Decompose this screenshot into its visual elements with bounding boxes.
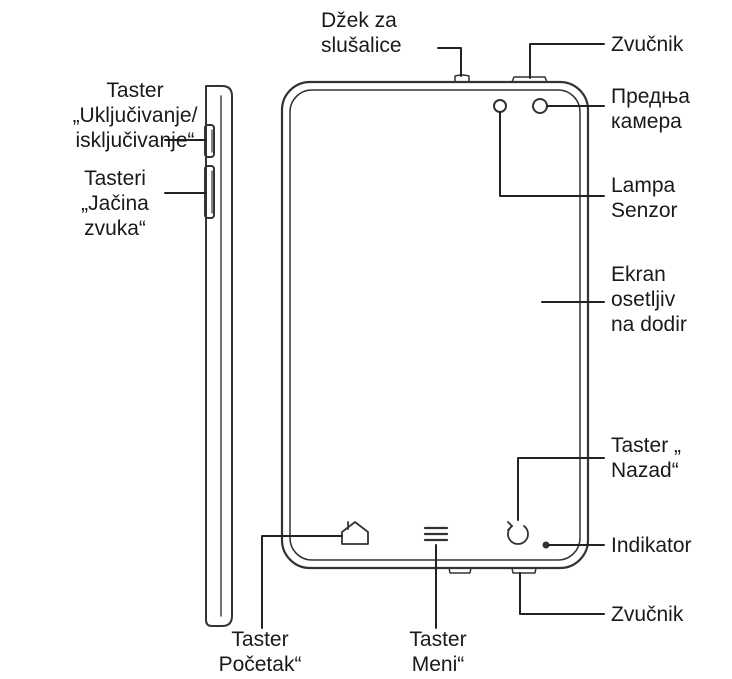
menu-icon bbox=[423, 526, 449, 542]
label-touch-screen: Ekran osetljiv na dodir bbox=[611, 263, 687, 336]
sensor-icon bbox=[493, 99, 507, 113]
indicator-led bbox=[542, 541, 550, 549]
front-view bbox=[280, 74, 590, 574]
side-view bbox=[204, 85, 233, 627]
label-volume-buttons: Tasteri „Jačina zvuka“ bbox=[81, 167, 149, 240]
label-home-button: Taster Početak“ bbox=[218, 628, 302, 676]
label-front-camera: Предња камера bbox=[611, 85, 690, 133]
label-speaker-top: Zvučnik bbox=[611, 33, 684, 56]
back-icon bbox=[507, 521, 529, 545]
home-icon bbox=[341, 521, 369, 545]
label-speaker-bottom: Zvučnik bbox=[611, 603, 684, 626]
label-menu-button: Taster Meni“ bbox=[409, 628, 467, 676]
label-power-button: Taster „Uključivanje/ isključivanje“ bbox=[72, 79, 198, 152]
camera-icon bbox=[532, 98, 548, 114]
label-headphone-jack: Džek za slušalice bbox=[321, 9, 402, 57]
label-back-button: Taster „ Nazad“ bbox=[611, 434, 682, 482]
label-indicator: Indikator bbox=[611, 534, 692, 557]
callout-lines bbox=[164, 43, 605, 629]
label-lamp-sensor: Lampa Senzor bbox=[611, 174, 678, 222]
